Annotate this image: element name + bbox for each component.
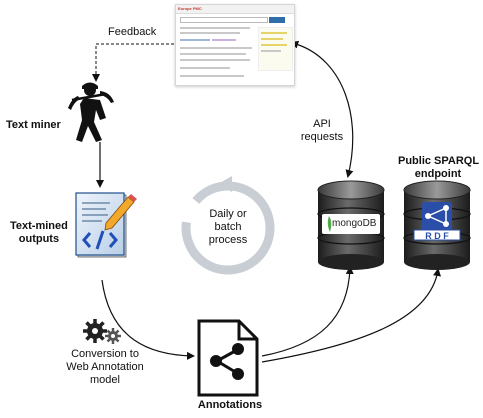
conversion-line-1: Conversion to (71, 348, 139, 360)
text-mined-outputs-line-1: Text-mined (10, 220, 68, 232)
content-line (180, 59, 250, 61)
feedback-arrow (92, 43, 174, 82)
search-input (180, 17, 268, 23)
portal-brand: Europe PMC (178, 6, 202, 11)
sidebar-line (261, 38, 283, 40)
api-requests-label: API requests (300, 118, 344, 144)
gears-icon (83, 319, 121, 344)
rdf-database-icon (403, 180, 471, 270)
feedback-label: Feedback (108, 26, 157, 38)
web-portal-screenshot: Europe PMC (175, 4, 295, 86)
cycle-label: Daily or batch process (198, 208, 258, 247)
sidebar-line (261, 50, 281, 52)
api-requests-line-1: API (313, 118, 331, 130)
conversion-line-3: model (90, 374, 120, 386)
public-sparql-line-2: endpoint (414, 168, 462, 180)
text-mined-outputs-line-2: outputs (18, 233, 60, 245)
content-line (180, 47, 252, 49)
content-line (180, 67, 230, 69)
content-line (180, 27, 250, 29)
annotations-label: Annotations (197, 399, 263, 411)
content-line (180, 53, 246, 55)
mongodb-label: mongoDB (332, 218, 377, 229)
public-sparql-label: Public SPARQL endpoint (398, 155, 480, 181)
conversion-label: Conversion to Web Annotation model (60, 348, 150, 387)
annotations-to-rdf-arrow (261, 268, 441, 363)
sidebar-line (261, 44, 287, 46)
share-file-icon (197, 319, 259, 397)
refresh-cycle-icon (181, 176, 275, 275)
api-requests-line-2: requests (300, 131, 344, 143)
public-sparql-line-1: Public SPARQL (398, 155, 480, 167)
annotations-to-mongodb-arrow (261, 266, 354, 357)
mongodb-database-icon (317, 180, 385, 270)
conversion-line-2: Web Annotation (66, 361, 144, 373)
annotation-sidebar (258, 27, 293, 71)
content-line (212, 39, 236, 41)
miner-icon (68, 82, 114, 142)
content-line (180, 39, 210, 41)
cycle-line-2: batch (214, 221, 242, 233)
document-code-icon (75, 192, 137, 258)
sidebar-line (261, 32, 287, 34)
api-requests-arrow (290, 40, 354, 178)
content-line (180, 32, 240, 34)
browser-bar (176, 5, 294, 14)
cycle-line-1: Daily or (209, 208, 247, 220)
content-line (180, 75, 244, 77)
search-button (269, 17, 285, 23)
rdf-label: R D F (425, 231, 449, 241)
cycle-line-3: process (208, 234, 248, 246)
text-mined-outputs-label: Text-mined outputs (10, 220, 68, 246)
text-miner-label: Text miner (6, 119, 61, 131)
outputs-to-annotations-arrow (101, 279, 195, 360)
